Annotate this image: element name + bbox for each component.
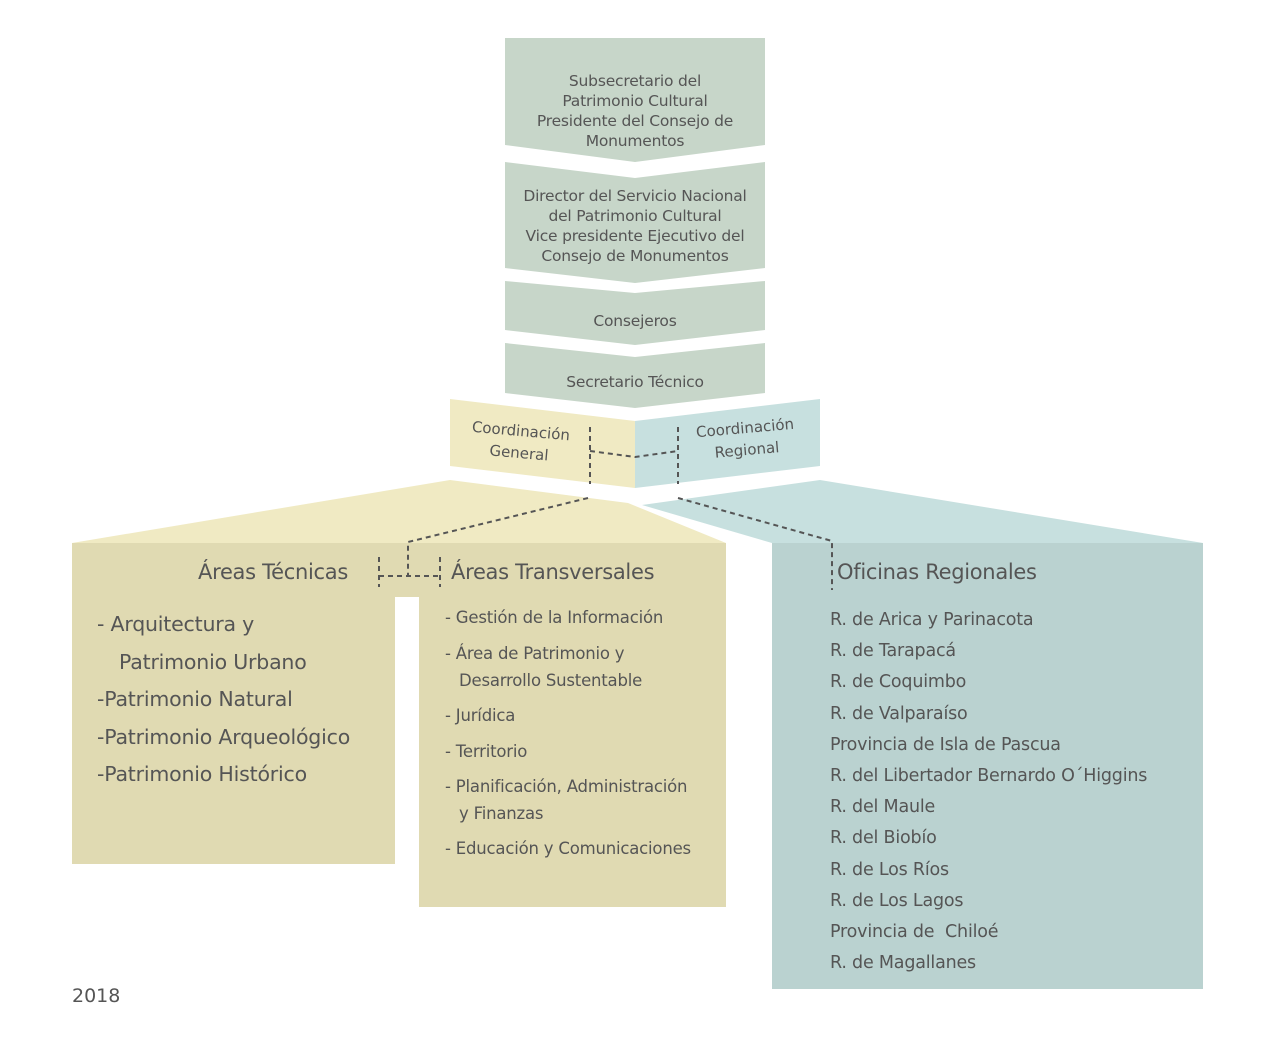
list-item: - Área de Patrimonio y — [445, 644, 625, 663]
list-item: R. del Maule — [830, 797, 936, 818]
list-item: - Territorio — [445, 742, 528, 761]
label-line: Subsecretario del — [568, 72, 702, 90]
list-item: R. de Valparaíso — [830, 703, 968, 724]
connector-coord-link — [589, 450, 679, 459]
label-line: Consejo de Monumentos — [541, 247, 729, 265]
oficinas-regionales-list: R. de Arica y Parinacota R. de Tarapacá … — [830, 605, 1147, 979]
list-item: - Jurídica — [445, 706, 516, 725]
areas-roof — [72, 480, 726, 543]
list-item: R. de Los Ríos — [830, 859, 949, 880]
list-item: - Planificación, Administración — [445, 777, 688, 796]
regional-roof — [642, 480, 1203, 543]
label-consejeros: Consejeros — [505, 311, 765, 331]
year-label: 2018 — [72, 985, 121, 1007]
label-subsecretario: Subsecretario del Patrimonio Cultural Pr… — [505, 71, 765, 151]
label-line: Patrimonio Cultural — [562, 92, 708, 110]
list-item: R. de Tarapacá — [830, 641, 956, 662]
areas-header-band — [72, 543, 726, 597]
list-item: R. de Coquimbo — [830, 672, 967, 693]
box-coord-general — [450, 399, 635, 488]
list-item: y Finanzas — [459, 804, 544, 823]
list-item: R. del Libertador Bernardo O´Higgins — [830, 766, 1148, 787]
list-item: R. de Los Lagos — [830, 890, 964, 911]
label-line: Presidente del Consejo de — [536, 112, 734, 130]
box-director — [505, 162, 765, 283]
list-item: Patrimonio Urbano — [119, 649, 307, 674]
list-item: Desarrollo Sustentable — [459, 671, 643, 690]
list-item: - Gestión de la Información — [445, 608, 664, 627]
list-item: -Patrimonio Natural — [97, 687, 293, 711]
label-line: Monumentos — [585, 132, 685, 150]
list-item: - Arquitectura y — [97, 612, 255, 636]
label-secretario: Secretario Técnico — [505, 372, 765, 392]
list-item: R. de Arica y Parinacota — [830, 610, 1034, 630]
connector-to-regional — [677, 497, 833, 590]
areas-transversales-list: - Gestión de la Información - Área de Pa… — [445, 608, 725, 878]
areas-tecnicas-list: - Arquitectura y Patrimonio Urbano -Patr… — [97, 606, 350, 794]
list-item: -Patrimonio Histórico — [97, 762, 307, 786]
label-line: Consejeros — [593, 312, 677, 330]
label-line: Secretario Técnico — [566, 373, 704, 391]
box-consejeros — [505, 281, 765, 345]
label-line: del Patrimonio Cultural — [548, 207, 722, 225]
label-line: Director del Servicio Nacional — [523, 187, 747, 205]
connector-to-areas — [407, 497, 589, 576]
label-director: Director del Servicio Nacional del Patri… — [500, 186, 770, 266]
list-item: R. de Magallanes — [830, 953, 976, 974]
list-item: -Patrimonio Arqueológico — [97, 724, 351, 749]
list-item: Provincia de Isla de Pascua — [830, 734, 1061, 755]
areas-transversales-title: Áreas Transversales — [451, 560, 655, 584]
oficinas-regionales-title: Oficinas Regionales — [837, 560, 1037, 584]
list-item: R. del Biobío — [830, 828, 937, 849]
label-line: Vice presidente Ejecutivo del — [525, 227, 745, 245]
list-item: - Educación y Comunicaciones — [445, 839, 691, 858]
areas-tecnicas-title: Áreas Técnicas — [198, 560, 348, 584]
box-coord-regional — [635, 399, 820, 488]
areas-transversales-panel — [419, 543, 726, 907]
box-secretario — [505, 343, 765, 408]
oficinas-regionales-panel — [772, 543, 1203, 989]
box-subsecretario — [505, 38, 765, 162]
list-item: Provincia de Chiloé — [830, 922, 999, 943]
